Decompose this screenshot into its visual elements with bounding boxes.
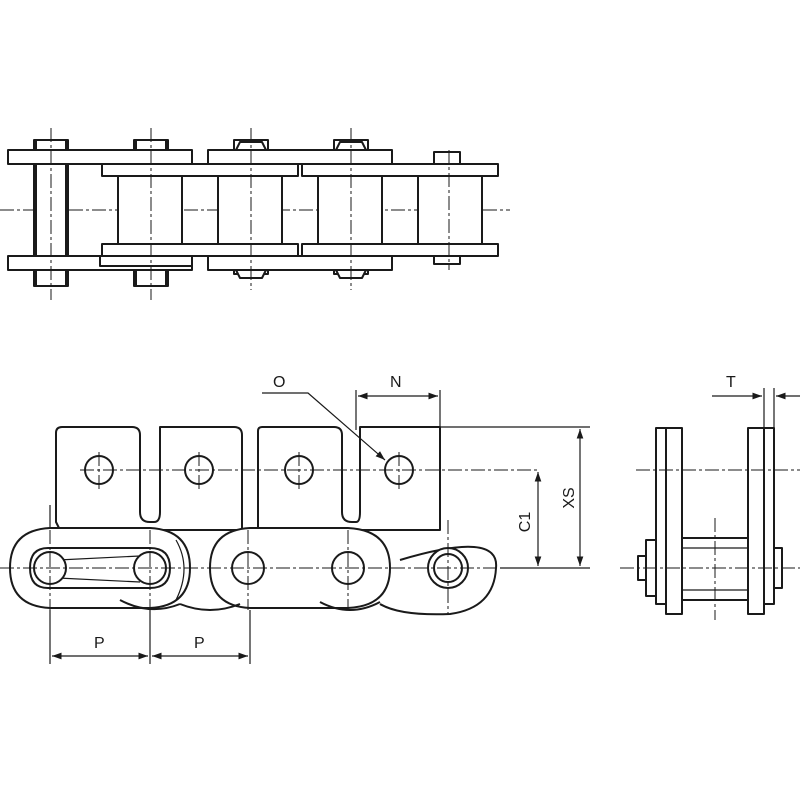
label-p-left: P <box>94 635 105 652</box>
dimensions <box>49 390 590 664</box>
side-view <box>620 388 800 620</box>
label-c1: C1 <box>517 512 534 533</box>
label-xs: XS <box>561 487 578 508</box>
label-t: T <box>726 374 736 391</box>
label-o: O <box>273 374 285 391</box>
label-n: N <box>390 374 402 391</box>
label-p-right: P <box>194 635 205 652</box>
top-view <box>0 128 510 300</box>
front-view <box>0 426 590 616</box>
